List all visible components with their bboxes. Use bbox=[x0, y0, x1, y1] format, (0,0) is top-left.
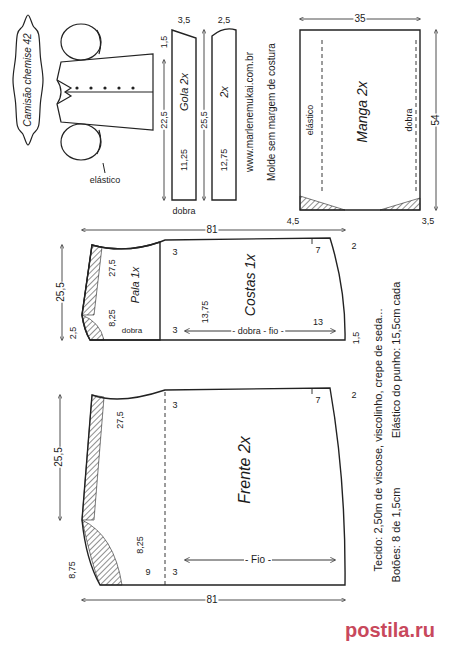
dimension-label: - Fio - bbox=[244, 555, 272, 565]
pattern-note: Molde sem margem de costura bbox=[267, 42, 277, 182]
fabric-note: Elástico do punho: 15,5cm cada bbox=[391, 281, 402, 440]
sleeve-piece: Manga 2x bbox=[300, 30, 420, 210]
leader-line bbox=[103, 163, 105, 173]
fold-lines bbox=[165, 40, 416, 585]
dimension-label: 11,25 bbox=[180, 148, 189, 172]
piece-outline-path bbox=[82, 238, 345, 340]
button bbox=[75, 86, 78, 89]
piece-name: Costas 1x bbox=[243, 254, 257, 316]
cloud-outline bbox=[13, 15, 43, 145]
fold-line bbox=[416, 40, 417, 192]
dimension-label: 4,5 bbox=[286, 217, 301, 226]
dimension-label: 3 bbox=[171, 401, 178, 410]
dimension-label: - dobra - fio - bbox=[231, 327, 285, 336]
puff-sleeve bbox=[61, 124, 101, 160]
dimension-label: elástico bbox=[89, 176, 122, 185]
dimension-label: elástico bbox=[306, 104, 315, 137]
button bbox=[103, 86, 106, 89]
dimension-label: 9 bbox=[144, 568, 151, 577]
piece-outline-path bbox=[300, 30, 420, 210]
dimension-label: 25,5 bbox=[54, 446, 64, 467]
piece-outline-path bbox=[82, 388, 345, 585]
elastic-line bbox=[322, 40, 323, 192]
button bbox=[117, 86, 120, 89]
piece-name: 2x bbox=[219, 86, 230, 98]
dimension-line bbox=[164, 60, 165, 200]
dimension-label: 35 bbox=[353, 14, 366, 24]
dimension-label: 3 bbox=[171, 248, 178, 257]
dimension-label: 2 bbox=[350, 242, 357, 251]
dimension-label: dobra bbox=[121, 327, 143, 335]
piece-name: Manga 2x bbox=[355, 81, 369, 142]
button bbox=[89, 86, 92, 89]
piece-name: Camisão chemise 42 bbox=[23, 33, 33, 126]
dimension-label: 3 bbox=[171, 326, 178, 335]
piece-outline bbox=[212, 28, 236, 200]
dimension-label: 13 bbox=[312, 318, 324, 327]
piece-name: Gola 2x bbox=[179, 73, 190, 111]
piece-outline-path bbox=[172, 30, 196, 200]
dimension-label: 25,5 bbox=[200, 110, 209, 130]
dimension-label: 81 bbox=[205, 225, 218, 235]
dimension-label: 12,75 bbox=[220, 148, 229, 173]
dimension-label: 8,25 bbox=[108, 308, 117, 328]
fabric-note: Botões: 8 de 1,5cm bbox=[391, 487, 402, 584]
dimension-label: dobra bbox=[171, 207, 196, 216]
dimension-label: 2,5 bbox=[69, 326, 78, 341]
dimension-label: 81 bbox=[205, 595, 218, 605]
dimension-lines bbox=[60, 19, 436, 600]
button bbox=[131, 86, 134, 89]
dimension-label: 8,25 bbox=[136, 535, 145, 555]
dimension-label: dobra bbox=[405, 107, 414, 132]
dimension-label: 8,75 bbox=[68, 560, 77, 580]
hatched-area bbox=[82, 245, 102, 315]
piece-name: Pala 1x bbox=[130, 267, 141, 304]
buttons bbox=[75, 86, 134, 89]
dimension-label: 2 bbox=[350, 391, 357, 400]
piece-outline-path bbox=[212, 29, 236, 200]
hatched-area bbox=[300, 196, 345, 210]
dimension-label: 25,5 bbox=[56, 281, 66, 302]
dimension-label: 22,5 bbox=[160, 110, 169, 130]
dimension-label: 3,5 bbox=[421, 217, 436, 226]
puff-sleeve bbox=[61, 24, 101, 60]
fabric-note: Tecido: 2,50m de viscose, viscolinho, cr… bbox=[373, 308, 384, 573]
collar-piece: Gola 2x bbox=[172, 30, 196, 200]
hatched-area bbox=[380, 198, 420, 210]
dimension-label: 13,75 bbox=[201, 300, 210, 325]
dimension-label: 27,5 bbox=[108, 258, 117, 278]
dimension-label: 3 bbox=[171, 568, 178, 577]
hatched-area bbox=[82, 395, 104, 520]
watermark: postila.ru bbox=[344, 620, 436, 640]
hatched-areas bbox=[82, 196, 420, 585]
dimension-label: 7 bbox=[314, 396, 321, 405]
dimension-label: 2,5 bbox=[217, 16, 232, 25]
piece-outline-path bbox=[82, 242, 160, 340]
dimension-label: 27,5 bbox=[116, 410, 125, 430]
dimension-label: 7 bbox=[314, 246, 321, 255]
dimension-label: 54 bbox=[431, 113, 441, 126]
placket-line bbox=[65, 91, 153, 92]
piece-outline bbox=[172, 30, 196, 200]
dimension-label: 1,5 bbox=[352, 331, 361, 346]
title-cloud: Camisão chemise 42 bbox=[11, 13, 45, 147]
dimension-label: 1,5 bbox=[160, 35, 169, 50]
dimension-label: 3,5 bbox=[177, 16, 192, 25]
website-text: www.marlenemukai.com.br bbox=[245, 51, 255, 173]
shirt-body bbox=[57, 54, 153, 130]
grain-lines bbox=[185, 238, 335, 560]
piece-name: Frente 2x bbox=[237, 436, 253, 504]
shirt-sketch bbox=[57, 24, 153, 160]
collar-stand-piece: 2x bbox=[212, 28, 236, 200]
bust-line bbox=[165, 392, 166, 585]
